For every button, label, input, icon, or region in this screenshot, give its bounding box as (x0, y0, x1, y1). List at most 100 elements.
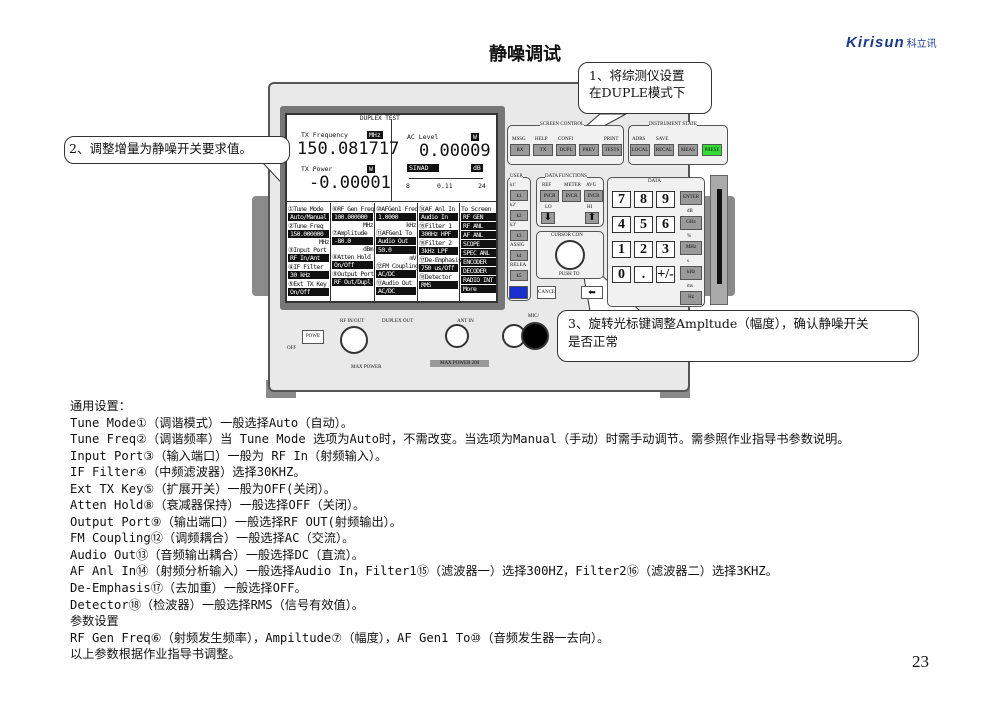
screen-control-button-dupl[interactable]: DUPL (556, 144, 576, 156)
ac-level-value: 0.00009 (419, 141, 491, 161)
keypad-key-7[interactable]: 7 (612, 191, 631, 208)
volume-slider[interactable] (710, 175, 728, 305)
screen-field-value[interactable]: 30 kHz (288, 271, 329, 279)
rf-in-out-connector[interactable] (340, 326, 368, 354)
keypad-key-+/-[interactable]: +/- (656, 266, 675, 283)
screen-field-value[interactable]: Auto/Manual (288, 213, 329, 221)
screen-field-value[interactable]: On/Off (288, 288, 329, 296)
power-button[interactable]: POWE (302, 330, 324, 344)
screen-field-value[interactable]: 1.0000 (376, 213, 416, 221)
user-key-caption: k3' (510, 223, 516, 228)
unit-key-enter[interactable]: ENTER (680, 191, 702, 205)
screen-field-value[interactable]: SCOPE (461, 240, 496, 248)
instrument-state-button-local[interactable]: LOCAL (630, 144, 650, 156)
screen-field-value[interactable]: DECODER (461, 267, 496, 275)
screen-control-button-rx[interactable]: RX (510, 144, 530, 156)
sinad-scale (409, 178, 483, 179)
data-function-incr-button[interactable]: INCR (562, 190, 581, 202)
screen-field-label: ⑦Amplitude (332, 229, 368, 237)
instrument-state-button-recal[interactable]: RECAL (654, 144, 674, 156)
screen-field-value[interactable]: AC/DC (376, 270, 416, 278)
screen-field-value[interactable]: RF ANL (461, 222, 496, 230)
screen-control-title: SCREEN CONTROL (540, 122, 585, 127)
callout-1: 1、将综测仪设置 在DUPLE模式下 (578, 62, 712, 114)
callout-1-line-1: 1、将综测仪设置 (589, 68, 685, 83)
user-key-k3[interactable]: k3 (510, 230, 528, 241)
screen-field-label: ⑬Audio Out (376, 279, 412, 287)
screen-field-label: ③Input Port (288, 246, 327, 254)
logo-cn: 科立讯 (906, 39, 937, 50)
cursor-control-group: CURSOR CON PUSH TO (536, 231, 604, 279)
sinad-scale-min: 8 (406, 182, 410, 190)
screen-field-value[interactable]: 3kHz LPF (419, 247, 458, 255)
screen-field-value[interactable]: 50.0 (376, 246, 416, 254)
screen-field-value[interactable]: 750 us/Off (419, 264, 458, 272)
screen-control-button-prev[interactable]: PREV (579, 144, 599, 156)
screen-field-label: ⑱Detector (419, 273, 452, 281)
screen-field-value[interactable]: AC/DC (376, 287, 416, 295)
keypad-key-6[interactable]: 6 (656, 216, 675, 233)
note-line: 以上参数根据作业指导书调整。 (70, 647, 241, 662)
unit-key-khz[interactable]: kHz (680, 266, 702, 280)
keypad-key-.[interactable]: . (634, 266, 653, 283)
duplex-out-connector[interactable] (445, 324, 469, 348)
screen-field-value[interactable]: RF Out/Dupl (332, 278, 373, 286)
keypad-key-9[interactable]: 9 (656, 191, 675, 208)
screen-field-value[interactable]: ENCODER (461, 258, 496, 266)
screen-field-value[interactable]: Audio Out (376, 237, 416, 245)
cursor-knob[interactable] (555, 240, 585, 270)
cancel-button[interactable]: CANCE (537, 286, 556, 299)
screen-field-value[interactable]: More (461, 285, 496, 293)
keypad-key-3[interactable]: 3 (656, 241, 675, 258)
screen-field-value[interactable]: -80.0 (332, 237, 373, 245)
backspace-button[interactable]: ⬅ (581, 286, 603, 299)
user-key-k4[interactable]: k4 (510, 250, 528, 261)
screen-field-value[interactable]: RMS (419, 281, 458, 289)
screen-field-value[interactable]: SPEC ANL (461, 249, 496, 257)
screen-field-label: ⑮Filter 1 (419, 222, 452, 230)
user-key-k1[interactable]: k1 (510, 190, 528, 201)
user-key-k5[interactable]: k5 (510, 270, 528, 281)
keypad-key-0[interactable]: 0 (612, 266, 631, 283)
instrument-state-title: INSTRUMENT STATE (649, 122, 697, 127)
unit-key-mhz[interactable]: MHz (680, 241, 702, 255)
ant-in-label: ANT IN (457, 319, 474, 324)
note-line: Output Port⑨（输出端口）一般选择RF OUT(射频输出）。 (70, 514, 402, 529)
mic-connector[interactable] (521, 322, 549, 350)
note-line: 通用设置： (70, 399, 131, 413)
unit-key-hz[interactable]: Hz (680, 291, 702, 305)
screen-field-value[interactable]: 150.000000 (288, 230, 329, 238)
user-key-k2[interactable]: k2 (510, 210, 528, 221)
shift-button[interactable] (509, 286, 528, 299)
tx-power-unit: W (367, 165, 375, 173)
data-function-incr-button[interactable]: INCR (584, 190, 603, 202)
screen-field-value[interactable]: RF In/Ant (288, 254, 329, 262)
lo-arrow-button[interactable]: ⬇ (541, 212, 555, 224)
instrument-state-button-meas[interactable]: MEAS (678, 144, 698, 156)
screen-field-value[interactable]: Audio In (419, 213, 458, 221)
screen-field-value[interactable]: AF ANL (461, 231, 496, 239)
keypad-key-8[interactable]: 8 (634, 191, 653, 208)
screen-field-label: ⑨Output Port (332, 270, 374, 278)
screen-field-value[interactable]: RF GEN (461, 213, 496, 221)
screen-field-value[interactable]: 100.000000 (332, 213, 373, 221)
instrument-screen: DUPLEX TEST TX Frequency MHz 150.081717 … (285, 113, 498, 303)
screen-control-button-tx[interactable]: TX (533, 144, 553, 156)
unit-key-ghz[interactable]: GHz (680, 216, 702, 230)
keypad-key-2[interactable]: 2 (634, 241, 653, 258)
screen-field-value[interactable]: On/Off (332, 261, 373, 269)
data-functions-group: DATA FUNCTIONS LO HI ⬇ ⬆ (536, 174, 604, 227)
data-function-incr-button[interactable]: INCR (540, 190, 559, 202)
keypad-key-1[interactable]: 1 (612, 241, 631, 258)
sinad-scale-max: 24 (478, 182, 486, 190)
keypad-key-4[interactable]: 4 (612, 216, 631, 233)
screen-control-button-tests[interactable]: TESTS (602, 144, 622, 156)
instrument-state-button-prese[interactable]: PRESE (702, 144, 722, 156)
note-line: Detector⑱（检波器）一般选择RMS（信号有效值）。 (70, 597, 364, 612)
instrument-state-caption: ADRS (632, 137, 646, 142)
screen-field-value[interactable]: 300Hz HPF (419, 230, 458, 238)
screen-field-value[interactable]: RADIO INT (461, 276, 496, 284)
hi-arrow-button[interactable]: ⬆ (585, 212, 599, 224)
keypad-key-5[interactable]: 5 (634, 216, 653, 233)
screen-title: DUPLEX TEST (357, 115, 403, 122)
